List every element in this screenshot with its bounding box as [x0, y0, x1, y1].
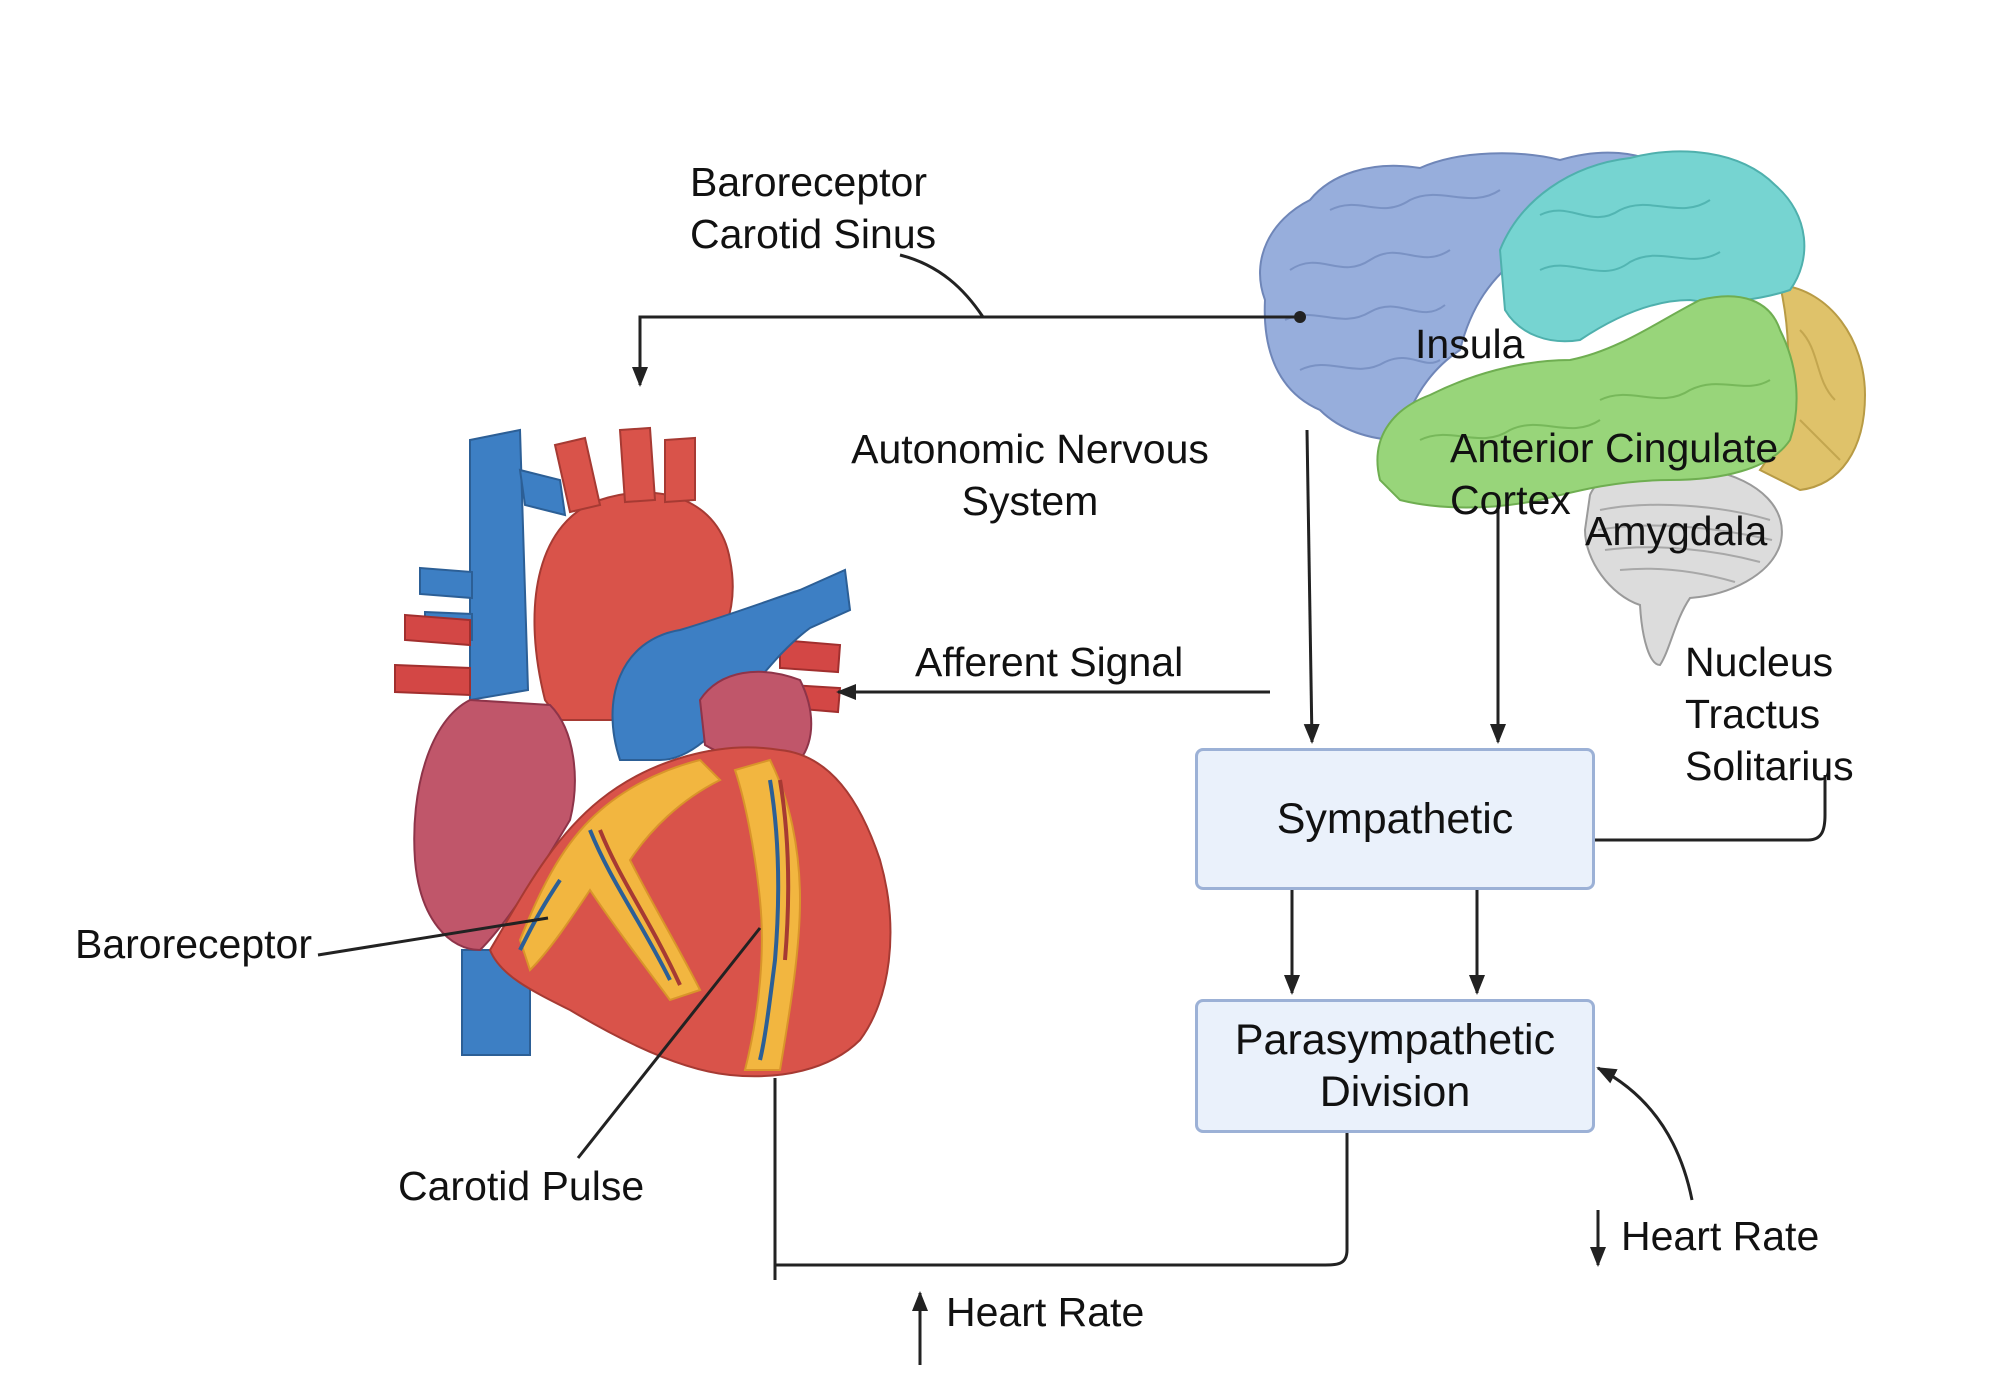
label-line: Solitarius [1685, 743, 1854, 789]
temporal-lobe-shape [1376, 295, 1798, 509]
sympathetic-box: Sympathetic [1195, 748, 1595, 890]
label-baroreceptor-carotid-sinus: Baroreceptor Carotid Sinus [690, 156, 936, 260]
baroreceptor-leader [317, 916, 549, 957]
parasympathetic-box: Parasympathetic Division [1195, 999, 1595, 1133]
carotid-sinus-arrow [632, 315, 1300, 387]
parietal-lobe-shape [1498, 150, 1806, 343]
vena-cava-branch [518, 468, 567, 517]
right-atrium [413, 698, 576, 952]
carotid-pulse-leader [576, 927, 762, 1159]
left-red-vessel [394, 613, 471, 697]
brain-to-sympathetic-arrow-1 [1303, 429, 1320, 744]
aortic-branches [553, 426, 696, 514]
label-heart-rate-up: Heart Rate [946, 1289, 1145, 1335]
connectors [317, 253, 1827, 1365]
heart-illustration [394, 426, 892, 1078]
label-line: Division [1319, 1068, 1471, 1116]
coronary-vessels [518, 779, 791, 1061]
label-afferent-signal: Afferent Signal [915, 639, 1184, 685]
heart-rate-feedback-arrow [1596, 1066, 1694, 1201]
label-amygdala: Amygdala [1585, 508, 1768, 554]
label-line: Autonomic Nervous [851, 426, 1209, 472]
brain-gyri [1284, 189, 1841, 461]
parasympathetic-label: Parasympathetic Division [1235, 1014, 1555, 1118]
carotid-sinus-leader [899, 253, 985, 318]
label-line: Anterior Cingulate [1450, 425, 1779, 471]
label-insula: Insula [1415, 321, 1525, 367]
label-line: System [961, 478, 1099, 524]
para-to-heart-loop [773, 1078, 1349, 1280]
label-carotid-pulse: Carotid Pulse [398, 1163, 645, 1209]
label-line: Parasympathetic [1234, 1016, 1556, 1064]
label-line: Cortex [1450, 477, 1571, 523]
label-autonomic-nervous-system: Autonomic Nervous System [830, 423, 1230, 527]
sympathetic-label: Sympathetic [1276, 795, 1514, 843]
brain-illustration [1259, 150, 1867, 667]
coronary-fat [518, 758, 802, 1071]
label-anterior-cingulate-cortex: Anterior Cingulate Cortex [1450, 422, 1778, 526]
label-nucleus-tractus-solitarius: Nucleus Tractus Solitarius [1685, 636, 1854, 792]
label-heart-rate-down: Heart Rate [1621, 1213, 1820, 1259]
label-line: Carotid Sinus [690, 211, 937, 257]
label-line: Tractus [1685, 691, 1821, 737]
label-line: Baroreceptor [690, 159, 928, 205]
label-line: Nucleus [1685, 639, 1834, 685]
label-baroreceptor: Baroreceptor [75, 921, 313, 967]
nts-connector [1595, 775, 1827, 842]
brain-signal-origin-dot [1294, 311, 1306, 323]
